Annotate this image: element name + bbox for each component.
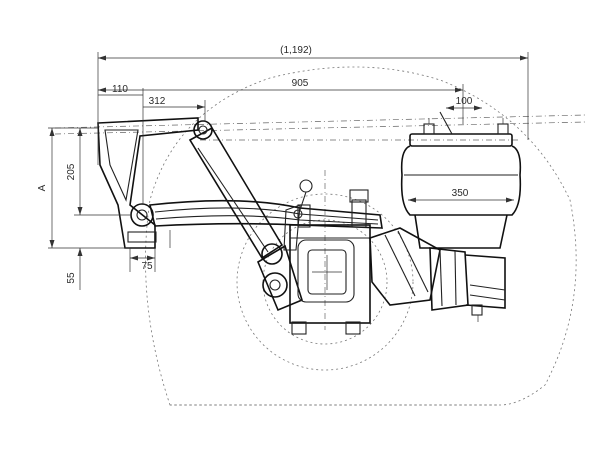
dim-overall-length: (1,192) bbox=[280, 45, 312, 56]
dim-beam-length: 905 bbox=[292, 78, 309, 89]
wheel-outline bbox=[145, 66, 577, 406]
axle-seat bbox=[289, 189, 371, 335]
torque-rod bbox=[188, 120, 284, 265]
dim-pivot-offset: 312 bbox=[149, 96, 166, 107]
dimension-lines bbox=[48, 52, 529, 290]
dim-bag-diameter: 350 bbox=[452, 188, 469, 199]
frame-hanger bbox=[97, 117, 199, 249]
dim-bushing-width: 75 bbox=[141, 261, 153, 272]
air-spring bbox=[400, 111, 522, 249]
dim-hanger-offset: 110 bbox=[112, 84, 128, 95]
dim-ride-height: A bbox=[37, 184, 48, 191]
dim-hanger-height: 205 bbox=[66, 163, 77, 180]
axle-tube bbox=[369, 227, 506, 322]
dim-bag-offset: 100 bbox=[456, 96, 473, 107]
dim-lower-height: 55 bbox=[66, 272, 77, 284]
